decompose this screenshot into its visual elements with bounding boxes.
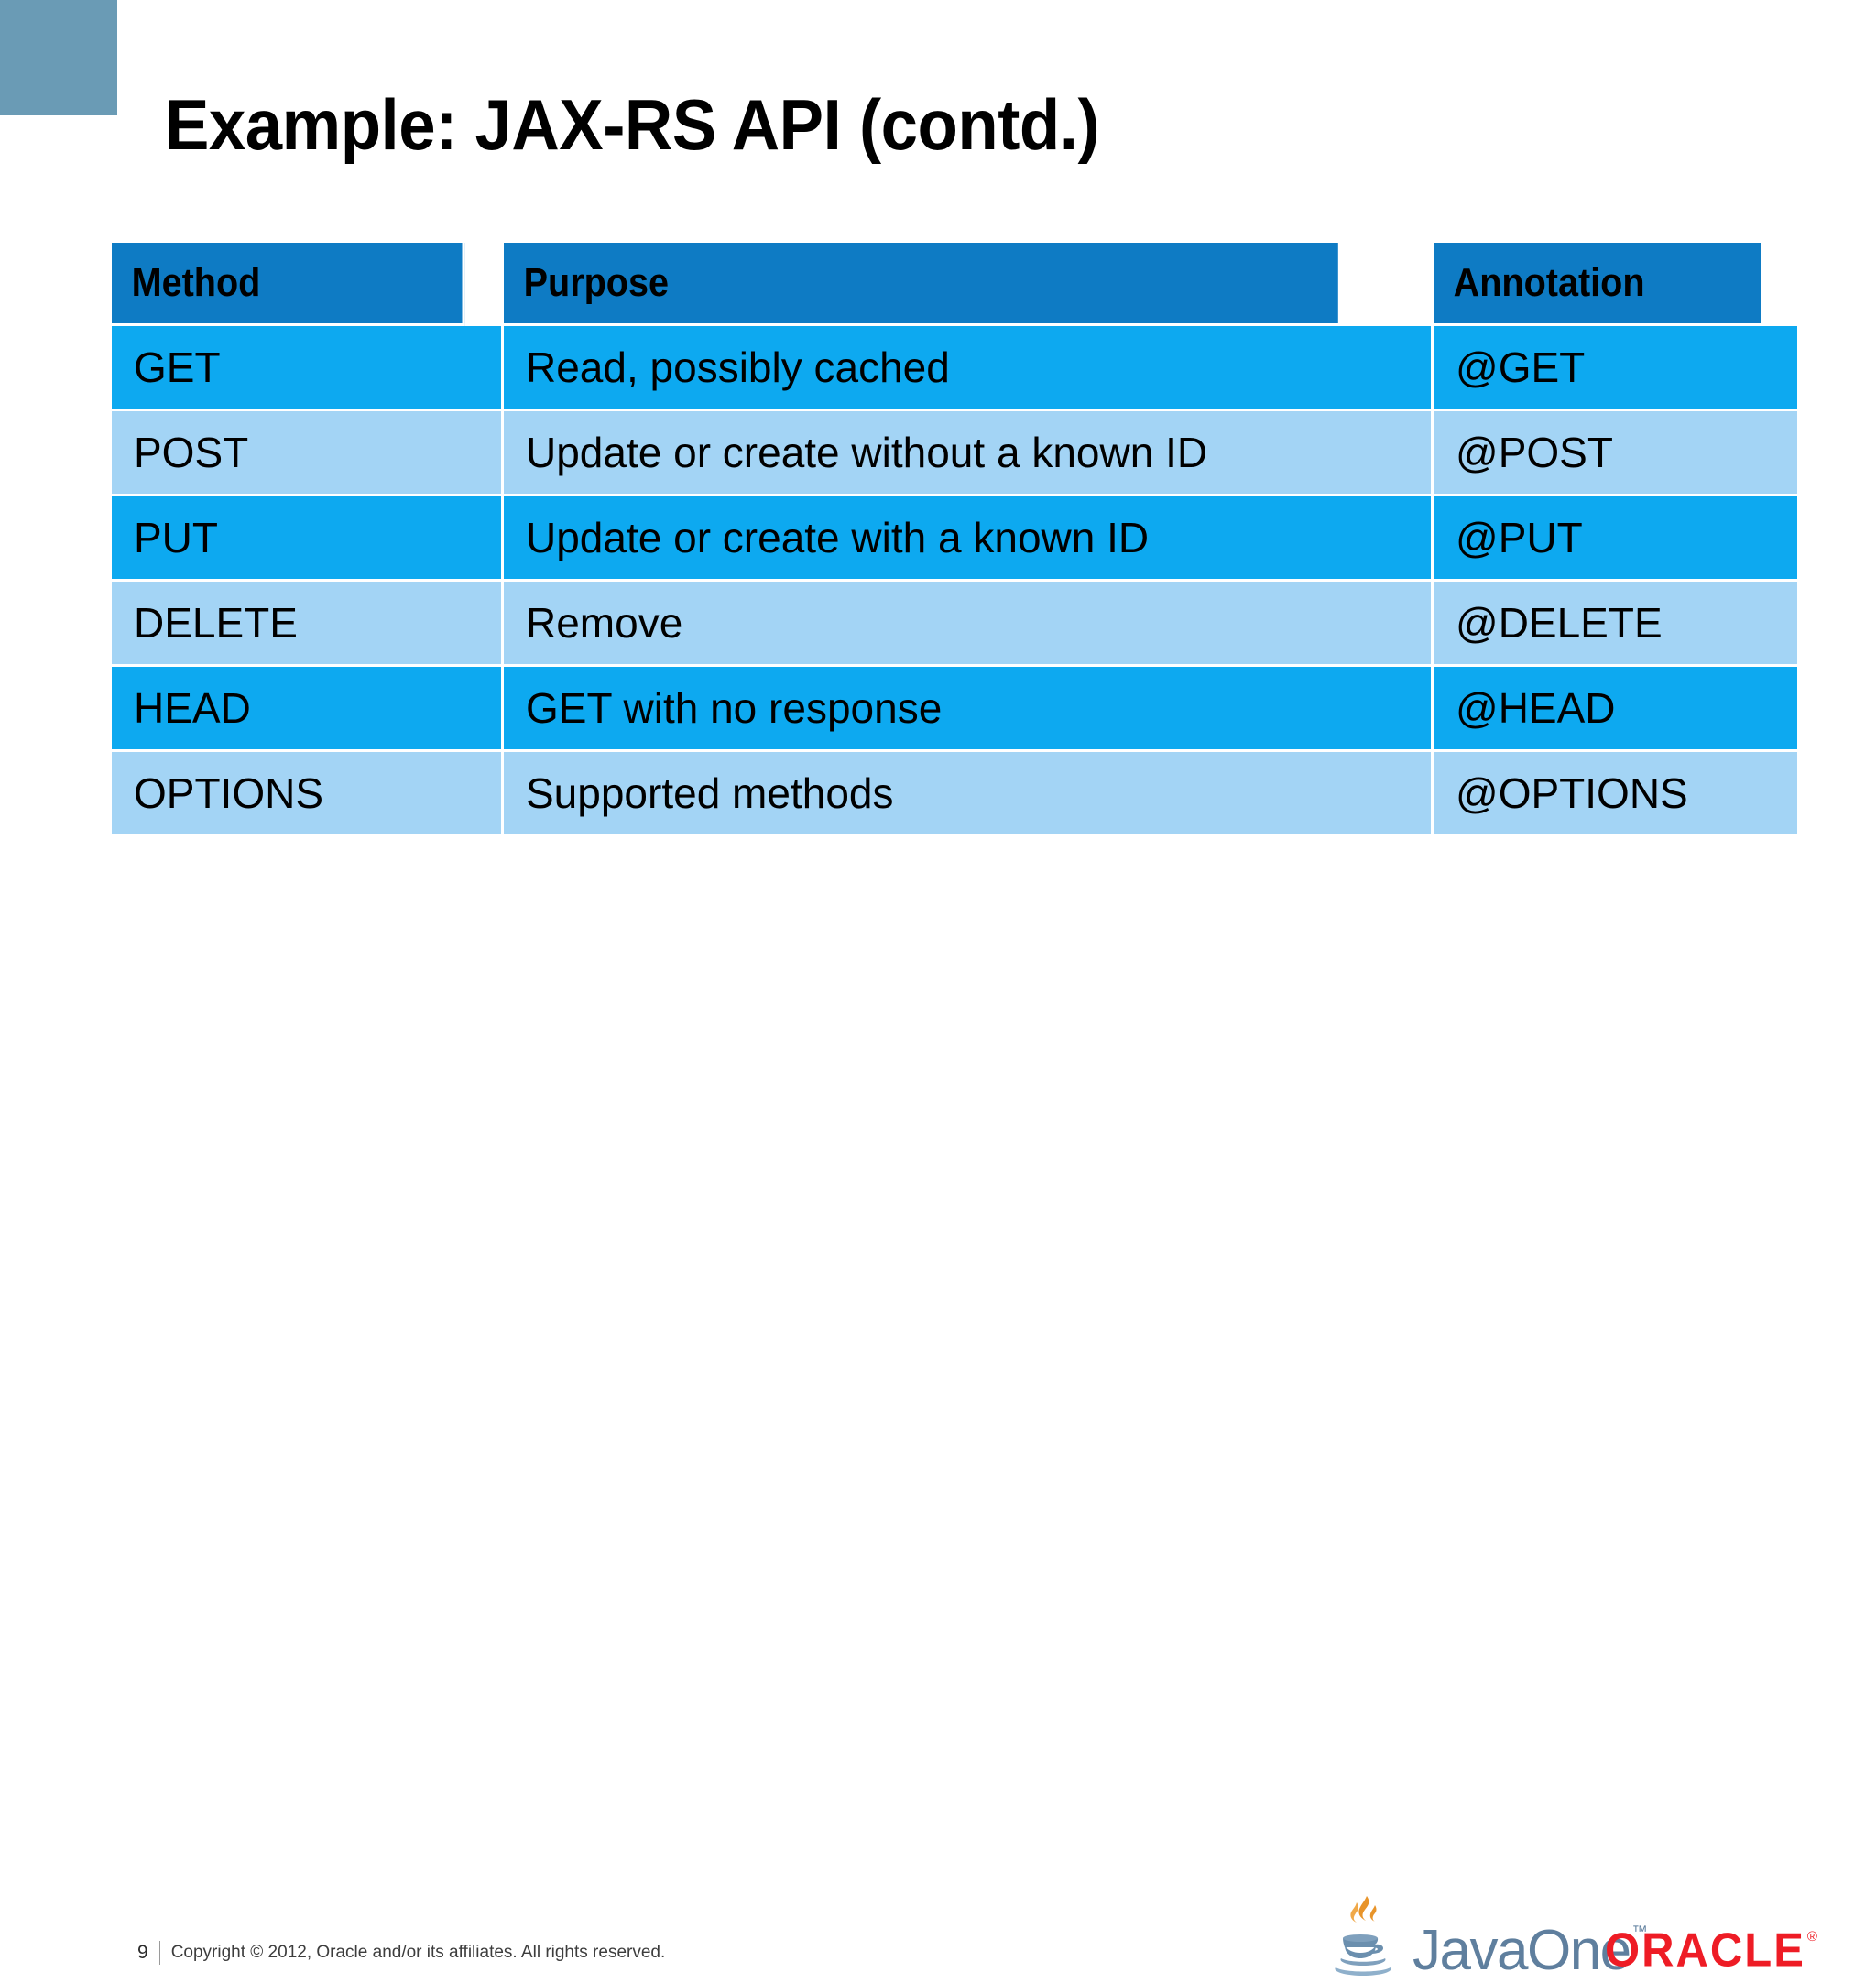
- cell-annotation: @OPTIONS: [1434, 752, 1797, 834]
- cell-purpose: Update or create with a known ID: [504, 496, 1434, 582]
- javaone-logo: JavaOne ™: [1319, 1890, 1652, 1983]
- cell-purpose: Read, possibly cached: [504, 326, 1434, 411]
- cell-annotation: @POST: [1434, 411, 1797, 496]
- cell-annotation: @PUT: [1434, 496, 1797, 582]
- cell-method: GET: [112, 326, 504, 411]
- cell-purpose: Remove: [504, 582, 1434, 667]
- table-body: GET Read, possibly cached @GET POST Upda…: [112, 326, 1797, 834]
- cell-method: DELETE: [112, 582, 504, 667]
- table-header-row: Method Purpose Annotation: [112, 243, 1797, 326]
- cell-annotation: @DELETE: [1434, 582, 1797, 667]
- cell-purpose: Supported methods: [504, 752, 1434, 834]
- table-row: POST Update or create without a known ID…: [112, 411, 1797, 496]
- slide-footer: 9 Copyright © 2012, Oracle and/or its af…: [0, 945, 1876, 1979]
- page-number: 9: [137, 1942, 148, 1963]
- column-header-purpose: Purpose: [504, 243, 1341, 326]
- cell-method: PUT: [112, 496, 504, 582]
- cell-method: POST: [112, 411, 504, 496]
- table-row: HEAD GET with no response @HEAD: [112, 667, 1797, 752]
- cell-purpose: Update or create without a known ID: [504, 411, 1434, 496]
- oracle-wordmark: ORACLE: [1605, 1923, 1805, 1978]
- oracle-registered-icon: ®: [1806, 1929, 1817, 1945]
- javaone-wordmark: JavaOne: [1412, 1919, 1631, 1982]
- cell-annotation: @HEAD: [1434, 667, 1797, 752]
- page-title: Example: JAX-RS API (contd.): [165, 84, 1100, 166]
- table-row: GET Read, possibly cached @GET: [112, 326, 1797, 411]
- cell-method: HEAD: [112, 667, 504, 752]
- column-header-method: Method: [112, 243, 465, 326]
- table-row: PUT Update or create with a known ID @PU…: [112, 496, 1797, 582]
- table-row: DELETE Remove @DELETE: [112, 582, 1797, 667]
- java-steam-cup-icon: [1319, 1890, 1407, 1983]
- footer-credit: 9 Copyright © 2012, Oracle and/or its af…: [137, 1941, 665, 1965]
- copyright-text: Copyright © 2012, Oracle and/or its affi…: [170, 1943, 666, 1962]
- cell-purpose: GET with no response: [504, 667, 1434, 752]
- footer-divider: [158, 1941, 160, 1965]
- column-header-annotation: Annotation: [1434, 243, 1761, 326]
- accent-block: [0, 0, 117, 115]
- oracle-logo: ORACLE ®: [1605, 1923, 1817, 1978]
- cell-annotation: @GET: [1434, 326, 1797, 411]
- cell-method: OPTIONS: [112, 752, 504, 834]
- table-header: Method Purpose Annotation: [112, 243, 1797, 326]
- http-methods-table: Method Purpose Annotation GET Read, poss…: [112, 243, 1797, 834]
- table-row: OPTIONS Supported methods @OPTIONS: [112, 752, 1797, 834]
